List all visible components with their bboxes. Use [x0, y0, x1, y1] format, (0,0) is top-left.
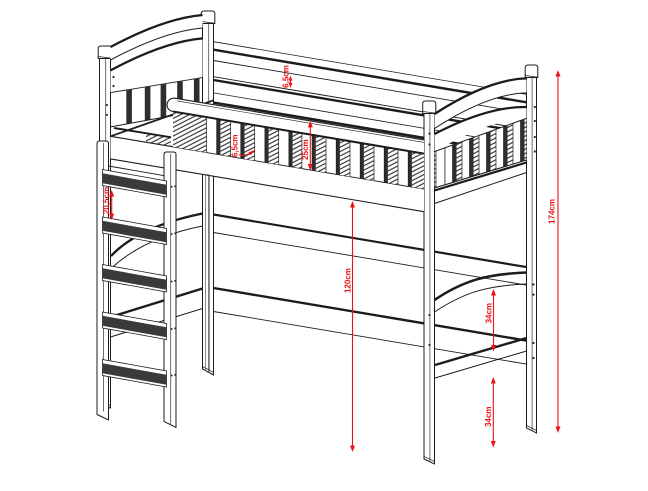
svg-text:34cm: 34cm	[484, 303, 493, 323]
svg-text:34cm: 34cm	[484, 406, 493, 426]
svg-text:20,5cm: 20,5cm	[102, 187, 111, 214]
svg-text:6,5cm: 6,5cm	[231, 134, 240, 157]
svg-text:25cm: 25cm	[301, 139, 310, 159]
svg-text:120cm: 120cm	[343, 268, 352, 293]
svg-text:174cm: 174cm	[548, 199, 557, 224]
svg-text:6,5cm: 6,5cm	[281, 65, 290, 88]
